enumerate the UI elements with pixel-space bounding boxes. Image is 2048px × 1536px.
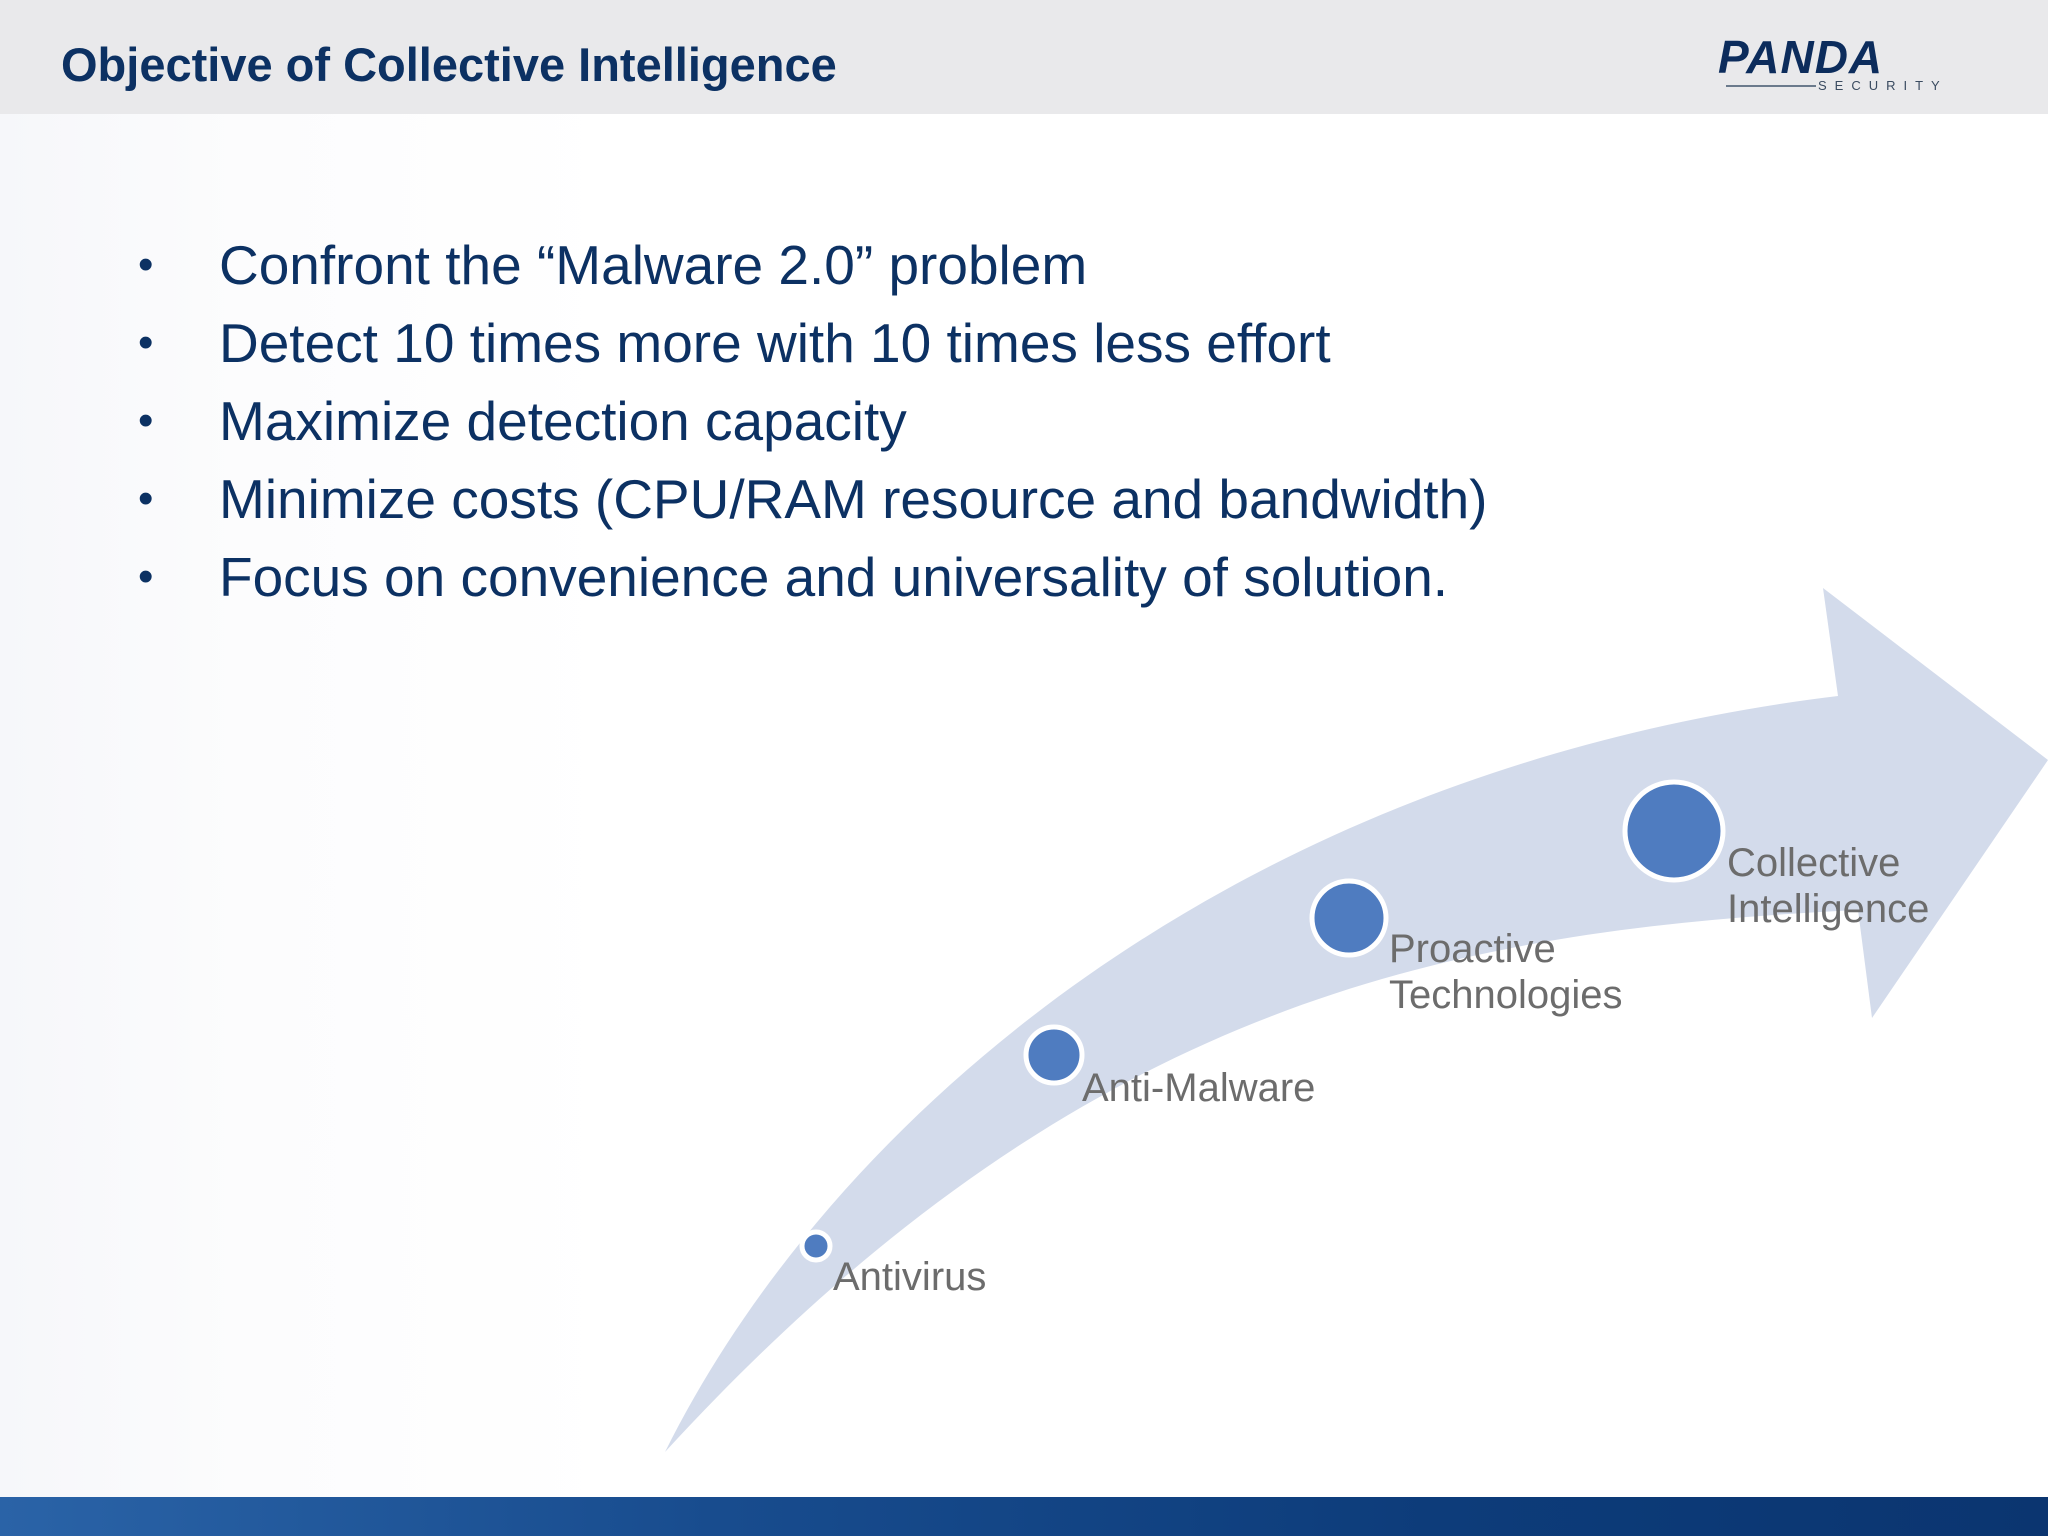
bullet-icon: • (138, 552, 154, 601)
stage-node-anti-malware (1023, 1024, 1085, 1086)
objective-text: Maximize detection capacity (219, 390, 907, 452)
bullet-icon: • (138, 396, 154, 445)
stage-label-collective-intelligence: Collective Intelligence (1727, 841, 1929, 931)
header-bar: Objective of Collective Intelligence PAN… (0, 0, 2048, 114)
objective-text: Detect 10 times more with 10 times less … (219, 312, 1331, 374)
logo-wordmark: PANDA (1718, 31, 1884, 83)
stage-label-line: Proactive (1389, 927, 1556, 971)
logo-divider (1726, 85, 1816, 87)
stage-label-line: Intelligence (1727, 887, 1929, 931)
stage-node-collective-intelligence (1622, 779, 1726, 883)
stage-label-proactive-technologies: Proactive Technologies (1389, 927, 1623, 1017)
logo-subtitle: SECURITY (1818, 78, 1948, 93)
stage-label-line: Technologies (1389, 973, 1623, 1017)
stage-label-anti-malware: Anti-Malware (1082, 1066, 1315, 1110)
stage-node-antivirus (799, 1229, 833, 1263)
objective-text: Focus on convenience and universality of… (219, 546, 1449, 608)
bullet-icon: • (138, 240, 154, 289)
stage-label-line: Collective (1727, 841, 1900, 885)
evolution-arrow (665, 588, 2048, 1452)
stage-label-line: Anti-Malware (1082, 1066, 1315, 1110)
objective-text: Confront the “Malware 2.0” problem (219, 234, 1088, 296)
panda-security-logo: PANDA SECURITY (1718, 32, 1940, 94)
bullet-icon: • (138, 474, 154, 523)
stage-node-proactive-technologies (1309, 878, 1389, 958)
objective-text: Minimize costs (CPU/RAM resource and ban… (219, 468, 1488, 530)
bullet-icon: • (138, 318, 154, 367)
stage-label-antivirus: Antivirus (833, 1255, 986, 1299)
slide-title: Objective of Collective Intelligence (61, 38, 837, 91)
footer-bar (0, 1497, 2048, 1536)
stage-label-line: Antivirus (833, 1255, 986, 1299)
